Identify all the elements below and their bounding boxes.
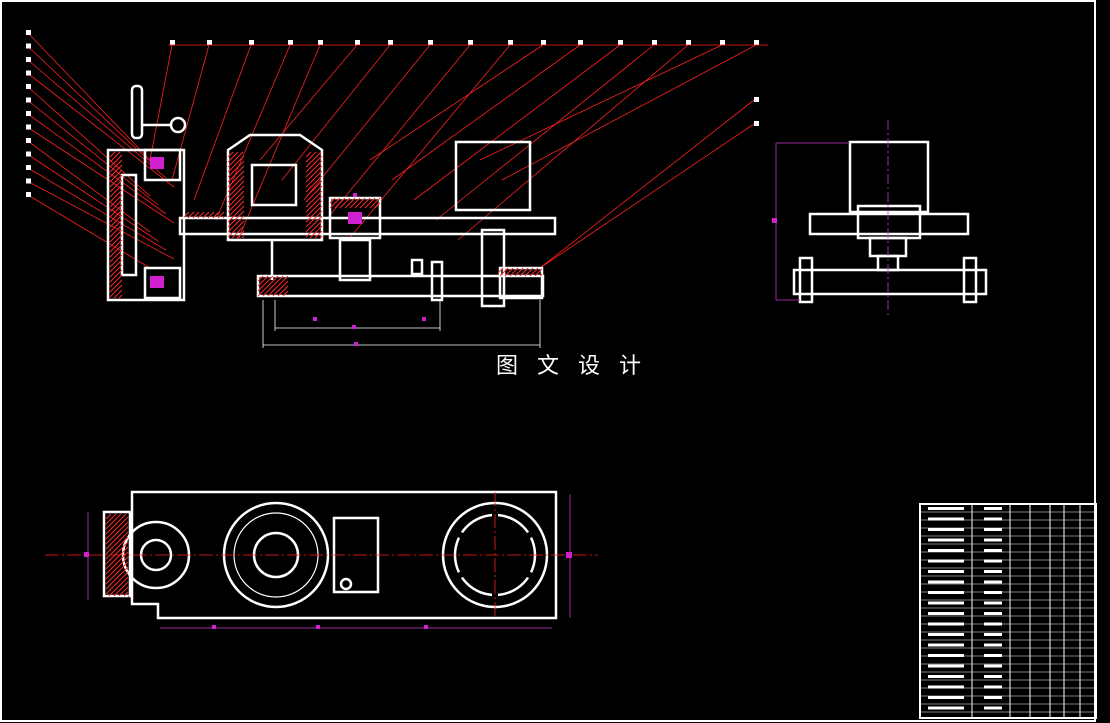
part-tag — [26, 30, 31, 35]
side-view — [792, 140, 988, 304]
part-tag — [26, 178, 31, 184]
side-right-foot — [962, 256, 978, 304]
part-tag — [288, 40, 293, 45]
part-tag — [754, 97, 759, 102]
top-view-hatching — [105, 513, 130, 598]
part-tag — [720, 40, 725, 45]
part-tag — [428, 40, 433, 45]
part-tag — [26, 151, 31, 157]
part-tag — [754, 121, 759, 126]
leader-line — [303, 44, 431, 201]
part-tag — [26, 97, 31, 103]
support-post — [430, 260, 444, 302]
part-tag — [468, 40, 473, 45]
part-tag — [541, 40, 546, 45]
part-tag — [170, 40, 175, 45]
front-view-dimensions — [262, 300, 541, 348]
leader-line — [259, 44, 358, 161]
leader-line — [27, 194, 151, 269]
part-tag — [26, 111, 31, 116]
top-view-dim-marks — [84, 552, 572, 629]
part-tag — [618, 40, 623, 45]
leader-line — [391, 44, 581, 181]
motor-block — [454, 140, 532, 212]
clutch-plates — [250, 163, 298, 207]
part-tag — [686, 40, 691, 45]
part-tag — [26, 192, 31, 197]
leader-line — [149, 44, 173, 161]
leader-line — [27, 73, 175, 188]
crank-knob — [169, 116, 187, 134]
top-view-centerlines — [45, 492, 598, 618]
stud — [410, 258, 424, 276]
leader-line — [325, 44, 471, 221]
leader-line — [27, 140, 151, 233]
part-tag — [754, 40, 759, 45]
side-flange — [808, 212, 970, 236]
side-view-dimensions — [775, 120, 889, 318]
part-tag — [508, 40, 513, 45]
upper-bearing — [143, 148, 182, 182]
crank-handle — [130, 84, 144, 140]
right-gear-housing — [498, 266, 544, 300]
front-section-view — [106, 84, 557, 308]
leader-line — [237, 44, 321, 241]
leader-line — [501, 44, 757, 181]
title-block-table-icon — [919, 503, 1097, 719]
leader-line — [413, 44, 621, 201]
vertical-coupling — [338, 238, 372, 282]
part-tag — [26, 57, 31, 62]
front-view-hatching — [109, 151, 543, 299]
watermark-text: 图 文 设 计 — [496, 354, 647, 379]
top-part-leaders — [149, 40, 768, 269]
leader-line — [281, 44, 391, 181]
part-tag — [388, 40, 393, 45]
part-tag — [26, 124, 31, 130]
side-left-foot — [798, 256, 814, 304]
gearbox-pin — [339, 577, 353, 591]
leader-line — [27, 181, 175, 260]
leader-line — [27, 32, 151, 161]
part-tag — [207, 40, 212, 45]
part-tag — [355, 40, 360, 45]
part-tag — [26, 43, 31, 49]
leader-line — [193, 44, 252, 201]
part-tag — [578, 40, 583, 45]
part-tag — [249, 40, 254, 45]
front-view-dim-marks — [313, 193, 426, 346]
part-tag — [318, 40, 323, 45]
lower-bearing — [143, 266, 182, 300]
leader-line — [27, 167, 167, 251]
left-part-leaders — [26, 30, 175, 269]
leader-line — [27, 86, 151, 197]
leader-line — [27, 59, 167, 179]
leader-line — [27, 154, 159, 242]
top-left-housing — [102, 510, 132, 598]
leader-line — [27, 127, 175, 224]
side-view-dim-marks — [772, 218, 777, 223]
main-shaft — [178, 216, 557, 236]
leader-line — [435, 44, 655, 221]
leader-line — [27, 113, 167, 215]
part-tag — [26, 165, 31, 170]
top-base-plate — [130, 490, 558, 620]
leader-line — [27, 46, 159, 170]
part-tag — [26, 84, 31, 89]
part-tag — [26, 138, 31, 143]
side-motor — [848, 140, 930, 214]
part-tag — [26, 70, 31, 76]
clutch-housing — [226, 133, 324, 242]
leader-line — [369, 44, 544, 161]
part-tag — [652, 40, 657, 45]
front-view-highlights — [150, 157, 362, 288]
side-base-rail — [792, 268, 988, 296]
leader-line — [171, 44, 210, 181]
